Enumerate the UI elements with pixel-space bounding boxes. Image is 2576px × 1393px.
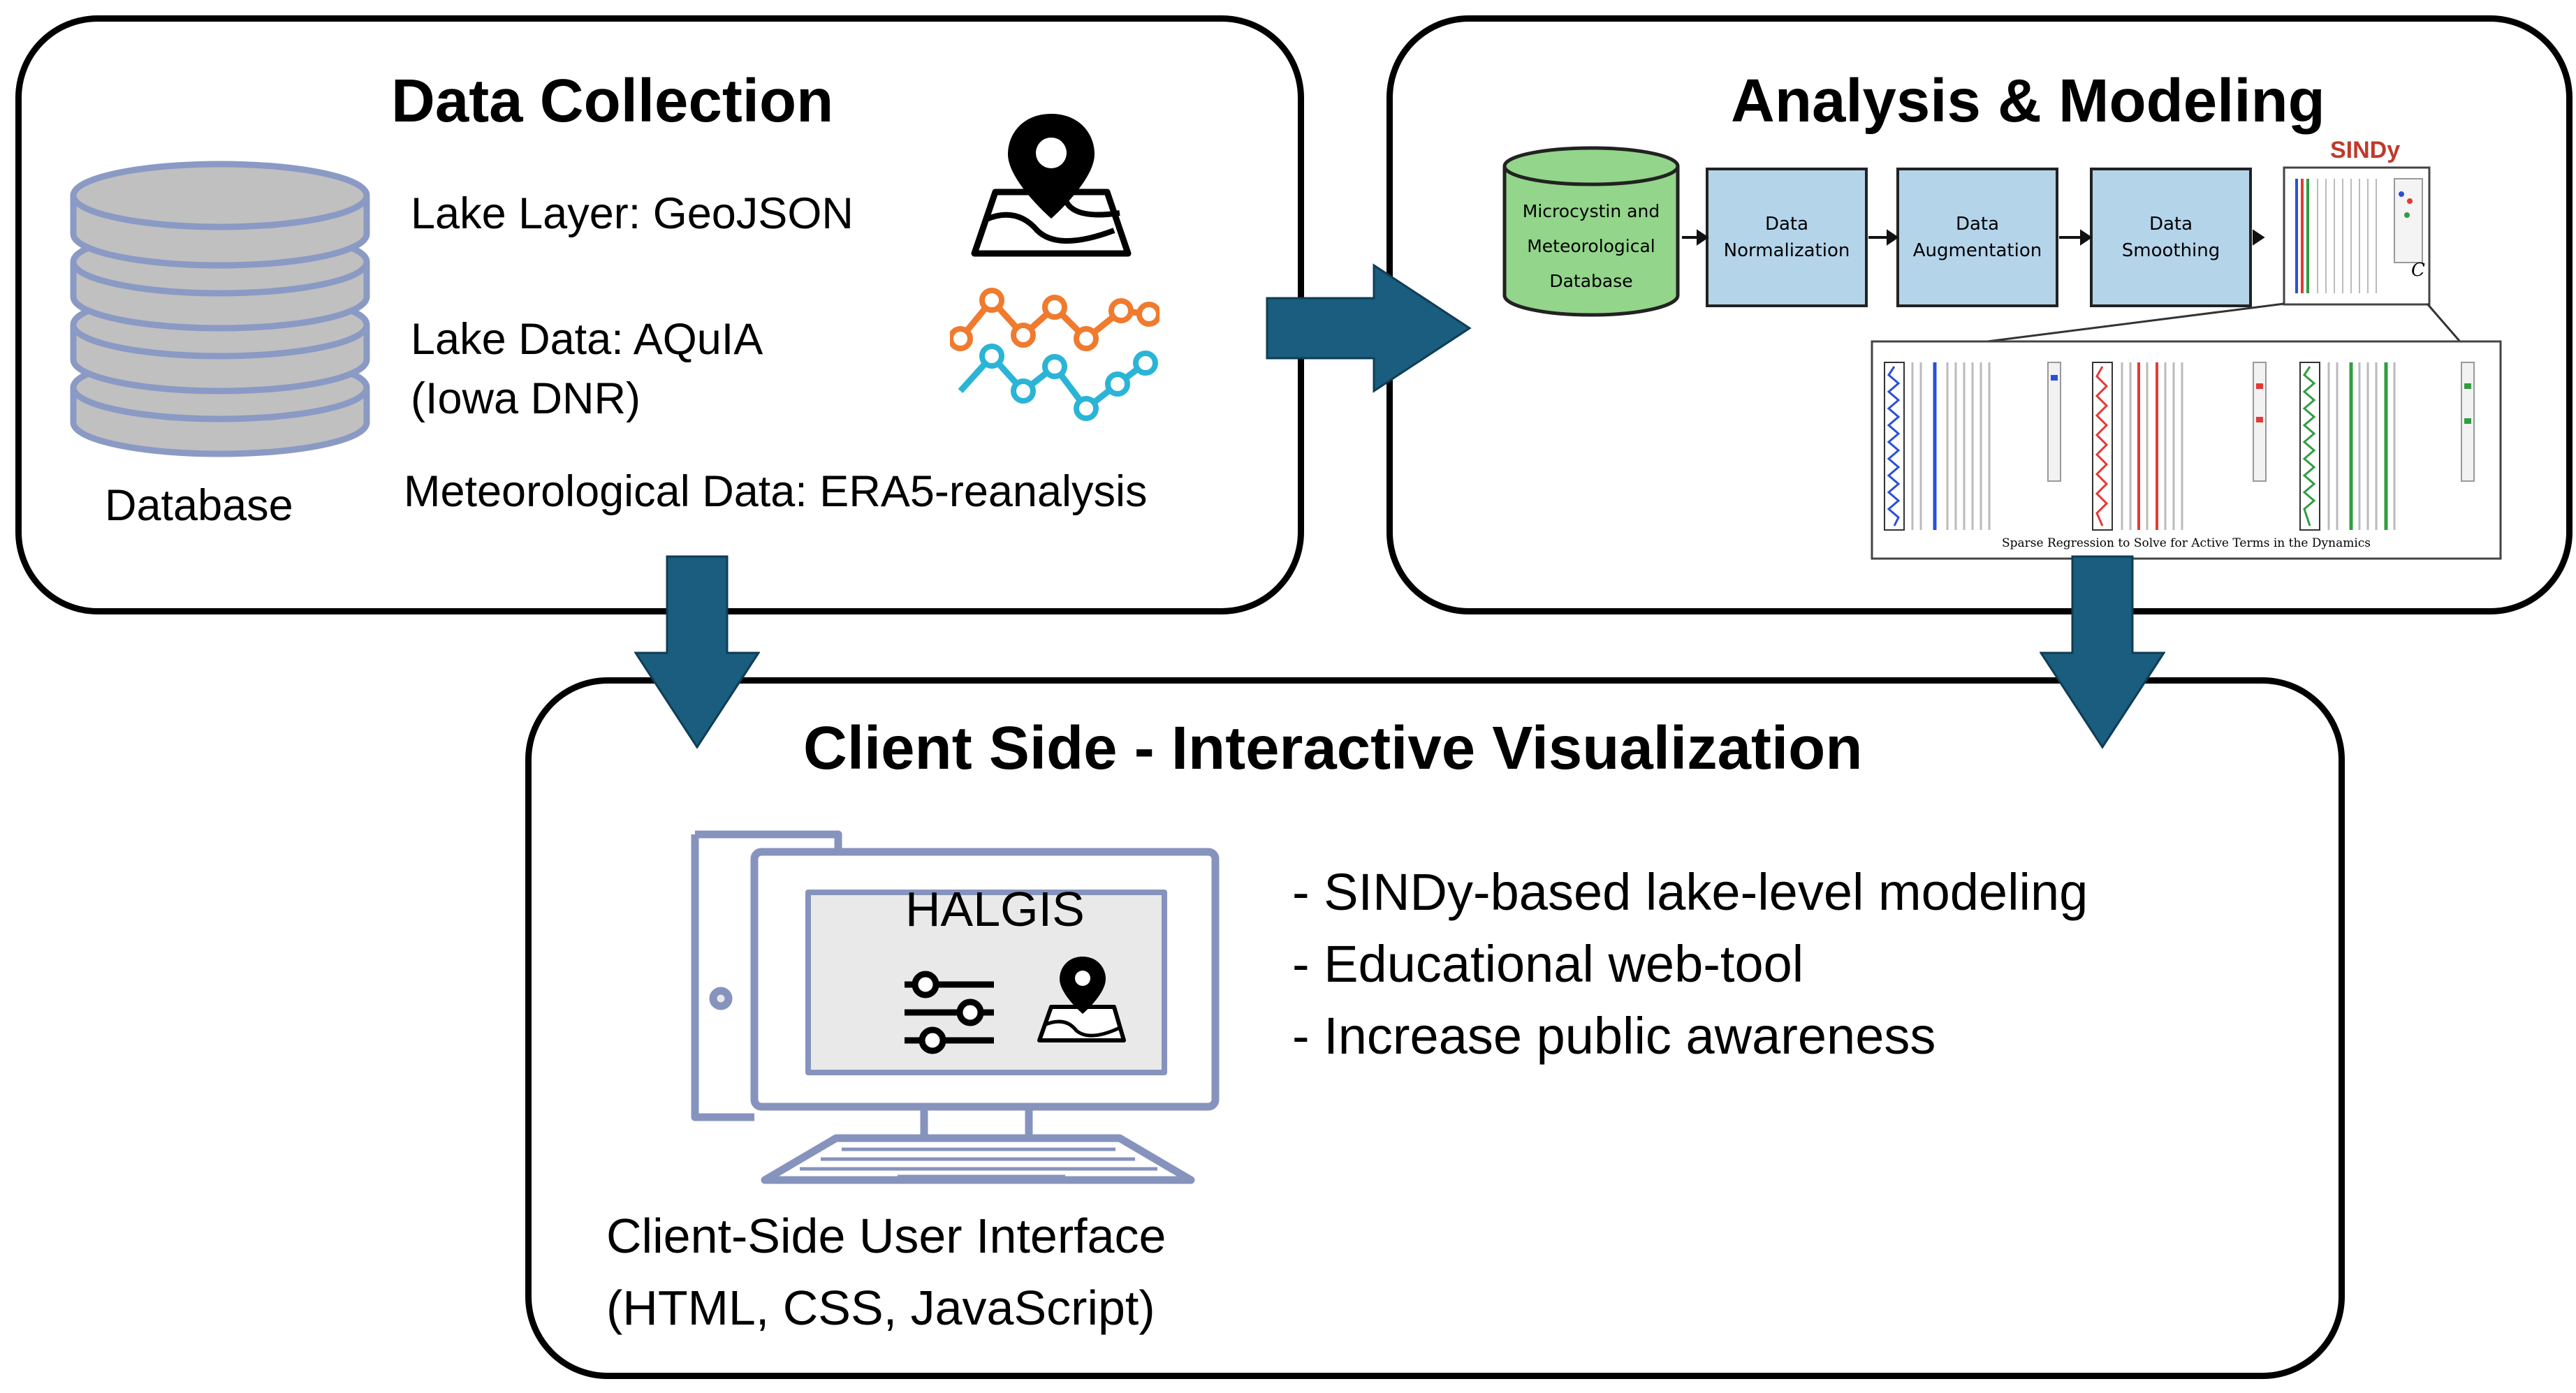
bullet-sindy-modeling: - SINDy-based lake-level modeling — [1292, 863, 2088, 921]
data-augmentation-box: Data Augmentation — [1896, 168, 2058, 307]
smoothing-line1: Data — [2149, 214, 2193, 235]
sindy-matrix-c-label: C — [2411, 260, 2425, 281]
augmentation-line1: Data — [1955, 214, 2000, 235]
halgis-title: HALGIS — [905, 882, 1085, 936]
bullet-public-awareness: - Increase public awareness — [1292, 1007, 1936, 1065]
time-series-icon — [950, 288, 1159, 421]
small-map-pin-icon — [1037, 957, 1126, 1042]
flow-arrows — [1682, 229, 2265, 246]
sindy-matrix-thumbnail — [2283, 166, 2431, 306]
lake-data-text: Lake Data: AQuIA — [411, 315, 763, 364]
client-ui-label: Client-Side User Interface — [606, 1209, 1166, 1263]
map-pin-icon — [971, 114, 1132, 257]
smoothing-line2: Smoothing — [2121, 240, 2220, 261]
arrow-analysis-to-client — [2040, 555, 2165, 749]
bullet-educational-tool: - Educational web-tool — [1292, 935, 1804, 993]
microcystin-db-label-3: Database — [1549, 271, 1633, 291]
client-ui-tech-label: (HTML, CSS, JavaScript) — [606, 1281, 1155, 1335]
sparse-regression-caption: Sparse Regression to Solve for Active Te… — [2001, 536, 2371, 550]
normalization-line2: Normalization — [1723, 240, 1850, 261]
arrow-data-to-analysis — [1266, 263, 1472, 393]
client-side-title: Client Side - Interactive Visualization — [803, 714, 1863, 782]
database-label: Database — [105, 481, 293, 530]
arrow-data-to-client — [634, 555, 760, 749]
meteorological-data-text: Meteorological Data: ERA5-reanalysis — [404, 467, 1148, 516]
lake-data-source-text: (Iowa DNR) — [411, 374, 641, 423]
data-smoothing-box: Data Smoothing — [2090, 168, 2252, 307]
microcystin-db-label-1: Microcystin and — [1522, 201, 1660, 221]
sparse-regression-figure — [1871, 340, 2502, 560]
normalization-line1: Data — [1764, 214, 1809, 235]
microcystin-db-label-2: Meteorological — [1527, 236, 1655, 256]
microcystin-database-icon — [1502, 146, 1680, 317]
augmentation-line2: Augmentation — [1912, 240, 2042, 261]
database-icon — [70, 161, 370, 457]
sliders-icon — [905, 971, 994, 1054]
analysis-modeling-title: Analysis & Modeling — [1731, 67, 2325, 135]
lake-layer-text: Lake Layer: GeoJSON — [411, 189, 854, 238]
data-collection-title: Data Collection — [391, 67, 834, 135]
sindy-label: SINDy — [2330, 137, 2401, 163]
computer-icon — [691, 830, 1220, 1184]
